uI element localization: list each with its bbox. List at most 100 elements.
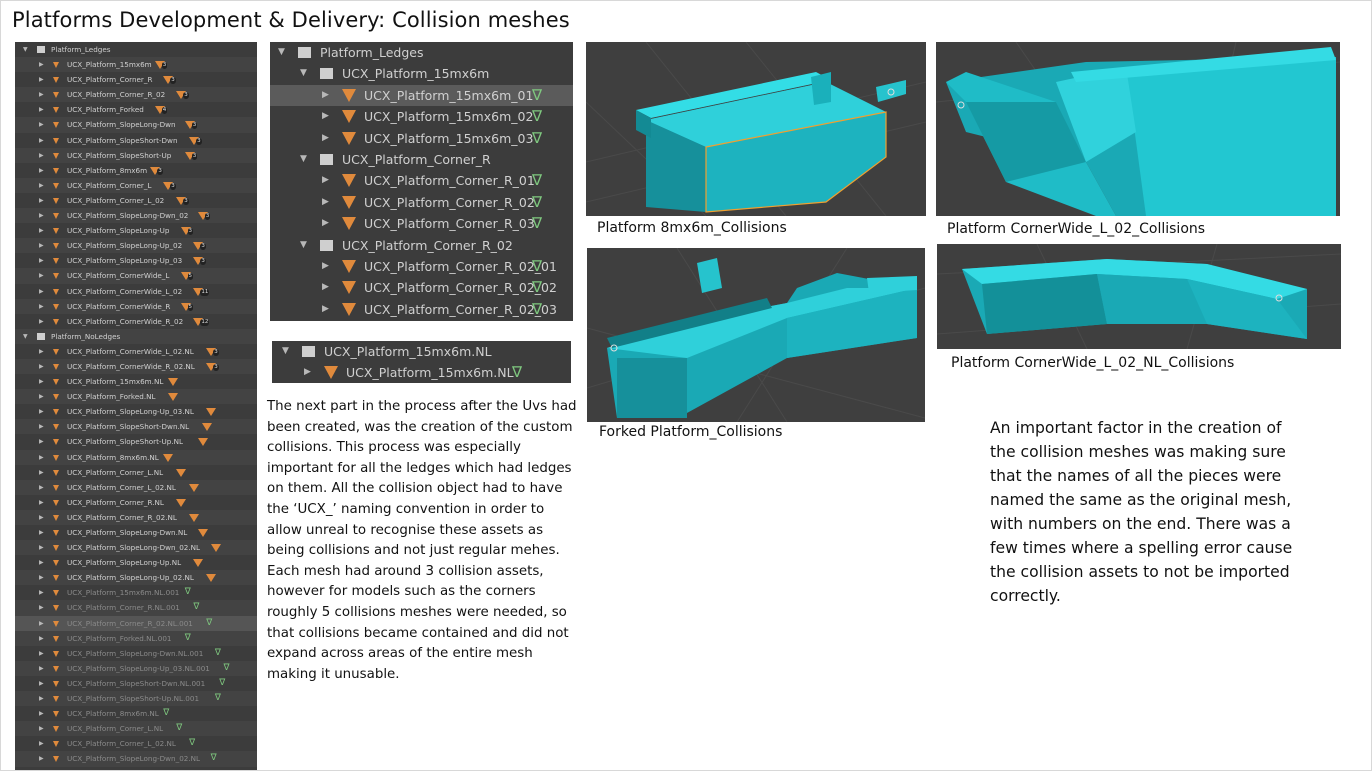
expand-toggle-icon[interactable]: ▶ [39, 151, 44, 159]
expand-toggle-icon[interactable]: ▶ [39, 61, 44, 69]
expand-toggle-icon[interactable]: ▶ [39, 559, 44, 567]
expand-toggle-icon[interactable]: ▶ [39, 378, 44, 386]
expand-toggle-icon[interactable]: ▶ [322, 282, 329, 293]
expand-toggle-icon[interactable]: ▶ [39, 106, 44, 114]
expand-toggle-icon[interactable]: ▼ [23, 332, 28, 340]
expand-toggle-icon[interactable]: ▼ [23, 46, 28, 53]
outliner-mesh-row[interactable]: ▶UCX_Platform_SlopeLong-Dwn.NL [15, 525, 257, 540]
expand-toggle-icon[interactable]: ▶ [39, 438, 44, 446]
outliner-collection-row[interactable]: ▼UCX_Platform_15mx6m [270, 63, 573, 84]
outliner-zoomed[interactable]: ▼Platform_Ledges▼UCX_Platform_15mx6m▶UCX… [270, 42, 573, 321]
expand-toggle-icon[interactable]: ▶ [39, 453, 44, 461]
outliner-mesh-row[interactable]: ▶UCX_Platform_SlopeLong-Up_02.NL [15, 570, 257, 586]
expand-toggle-icon[interactable]: ▶ [39, 634, 44, 642]
outliner-mesh-row[interactable]: ▶UCX_Platform_SlopeLong-Up.NL [15, 555, 257, 570]
expand-toggle-icon[interactable]: ▶ [39, 212, 44, 220]
outliner-mesh-row[interactable]: ▶UCX_Platform_Corner_R.NL.001∇ [15, 600, 257, 616]
expand-toggle-icon[interactable]: ▶ [39, 121, 44, 129]
outliner-mesh-row[interactable]: ▶UCX_Platform_Corner_R.NL [15, 495, 257, 510]
expand-toggle-icon[interactable]: ▶ [39, 679, 44, 687]
outliner-collection-row[interactable]: ▼UCX_Platform_Corner_R_02 [270, 235, 573, 256]
expand-toggle-icon[interactable]: ▶ [39, 302, 44, 310]
expand-toggle-icon[interactable]: ▼ [300, 239, 307, 250]
outliner-mesh-row[interactable]: ▶UCX_Platform_Forked.NL.001∇ [15, 630, 257, 646]
outliner-mesh-row[interactable]: ▶UCX_Platform_Corner_L_02.NL [15, 479, 257, 495]
expand-toggle-icon[interactable]: ▼ [282, 346, 289, 356]
expand-toggle-icon[interactable]: ▶ [39, 619, 44, 627]
expand-toggle-icon[interactable]: ▶ [39, 725, 44, 733]
expand-toggle-icon[interactable]: ▶ [39, 649, 44, 657]
expand-toggle-icon[interactable]: ▶ [39, 604, 44, 612]
expand-toggle-icon[interactable]: ▶ [322, 175, 329, 186]
outliner-mesh-row[interactable]: ▶UCX_Platform_15mx6m.NL [15, 374, 257, 389]
expand-toggle-icon[interactable]: ▶ [39, 710, 44, 718]
expand-toggle-icon[interactable]: ▶ [39, 166, 44, 174]
expand-toggle-icon[interactable]: ▼ [300, 153, 307, 164]
expand-toggle-icon[interactable]: ▶ [39, 574, 44, 582]
outliner-mesh-row[interactable]: ▶UCX_Platform_SlopeLong-Dwn_02.NL∇ [15, 751, 257, 767]
expand-toggle-icon[interactable]: ▶ [39, 423, 44, 431]
expand-toggle-icon[interactable]: ▶ [322, 132, 329, 143]
expand-toggle-icon[interactable]: ▶ [39, 136, 44, 144]
expand-toggle-icon[interactable]: ▶ [39, 664, 44, 672]
expand-toggle-icon[interactable]: ▶ [39, 272, 44, 280]
outliner-mesh-row[interactable]: ▶UCX_Platform_Corner_R_02_02∇ [270, 277, 573, 298]
expand-toggle-icon[interactable]: ▶ [322, 303, 329, 314]
expand-toggle-icon[interactable]: ▶ [39, 181, 44, 189]
expand-toggle-icon[interactable]: ▶ [39, 513, 44, 521]
expand-toggle-icon[interactable]: ▶ [39, 242, 44, 250]
expand-toggle-icon[interactable]: ▼ [278, 47, 285, 57]
expand-toggle-icon[interactable]: ▶ [39, 347, 44, 355]
outliner-mesh-row[interactable]: ▶UCX_Platform_8mx6m.NL∇ [15, 706, 257, 721]
outliner-mesh-row[interactable]: ▶UCX_Platform_Corner_R_02_01∇ [270, 256, 573, 277]
expand-toggle-icon[interactable]: ▶ [39, 362, 44, 370]
outliner-mesh-row[interactable]: ▶UCX_Platform_Corner_L_02.NL∇ [15, 736, 257, 751]
expand-toggle-icon[interactable]: ▶ [322, 218, 329, 229]
outliner-mesh-row[interactable]: ▶UCX_Platform_SlopeLong-Dwn_02.NL [15, 540, 257, 556]
outliner-mesh-row[interactable]: ▶UCX_Platform_15mx6m_01∇ [270, 84, 573, 107]
expand-toggle-icon[interactable]: ▶ [304, 367, 311, 377]
outliner-mesh-row[interactable]: ▶UCX_Platform_15mx6m.NL∇ [272, 362, 571, 383]
outliner-collection-row[interactable]: ▼Platform_Ledges [15, 42, 257, 57]
expand-toggle-icon[interactable]: ▶ [39, 740, 44, 748]
outliner-mesh-row[interactable]: ▶UCX_Platform_Corner_L.NL [15, 465, 257, 480]
expand-toggle-icon[interactable]: ▶ [322, 111, 329, 122]
outliner-mesh-row[interactable]: ▶UCX_Platform_Corner_R_02.NL [15, 509, 257, 525]
expand-toggle-icon[interactable]: ▶ [39, 317, 44, 325]
outliner-collection-row[interactable]: ▼Platform_NoLedges [15, 328, 257, 344]
outliner-mesh-row[interactable]: ▶UCX_Platform_Forked.NL [15, 389, 257, 405]
expand-toggle-icon[interactable]: ▶ [39, 76, 44, 84]
outliner-collection-row[interactable]: ▼Platform_Ledges [270, 42, 573, 63]
expand-toggle-icon[interactable]: ▶ [39, 589, 44, 597]
expand-toggle-icon[interactable]: ▶ [39, 529, 44, 536]
outliner-mesh-row[interactable]: ▶UCX_Platform_SlopeShort-Dwn.NL.001∇ [15, 676, 257, 691]
outliner-mesh-row[interactable]: ▶UCX_Platform_SlopeShort-Up.NL [15, 434, 257, 449]
outliner-collection-row[interactable]: ▼UCX_Platform_15mx6m.NL [272, 341, 571, 362]
outliner-mesh-row[interactable]: ▶UCX_Platform_SlopeLong-Up_03.NL.001∇ [15, 660, 257, 676]
expand-toggle-icon[interactable]: ▶ [39, 408, 44, 416]
outliner-mesh-row[interactable]: ▶UCX_Platform_15mx6m.NL.001∇ [15, 585, 257, 600]
outliner-mesh-row[interactable]: ▶UCX_Platform_Corner_R_01∇ [270, 170, 573, 191]
expand-toggle-icon[interactable]: ▶ [39, 91, 44, 99]
outliner-mesh-row[interactable]: ▶UCX_Platform_Corner_R_03∇ [270, 213, 573, 234]
outliner-mesh-row[interactable]: ▶UCX_Platform_Corner_L.NL∇ [15, 721, 257, 737]
expand-toggle-icon[interactable]: ▶ [39, 468, 44, 476]
expand-toggle-icon[interactable]: ▶ [39, 695, 44, 703]
expand-toggle-icon[interactable]: ▶ [39, 544, 44, 552]
